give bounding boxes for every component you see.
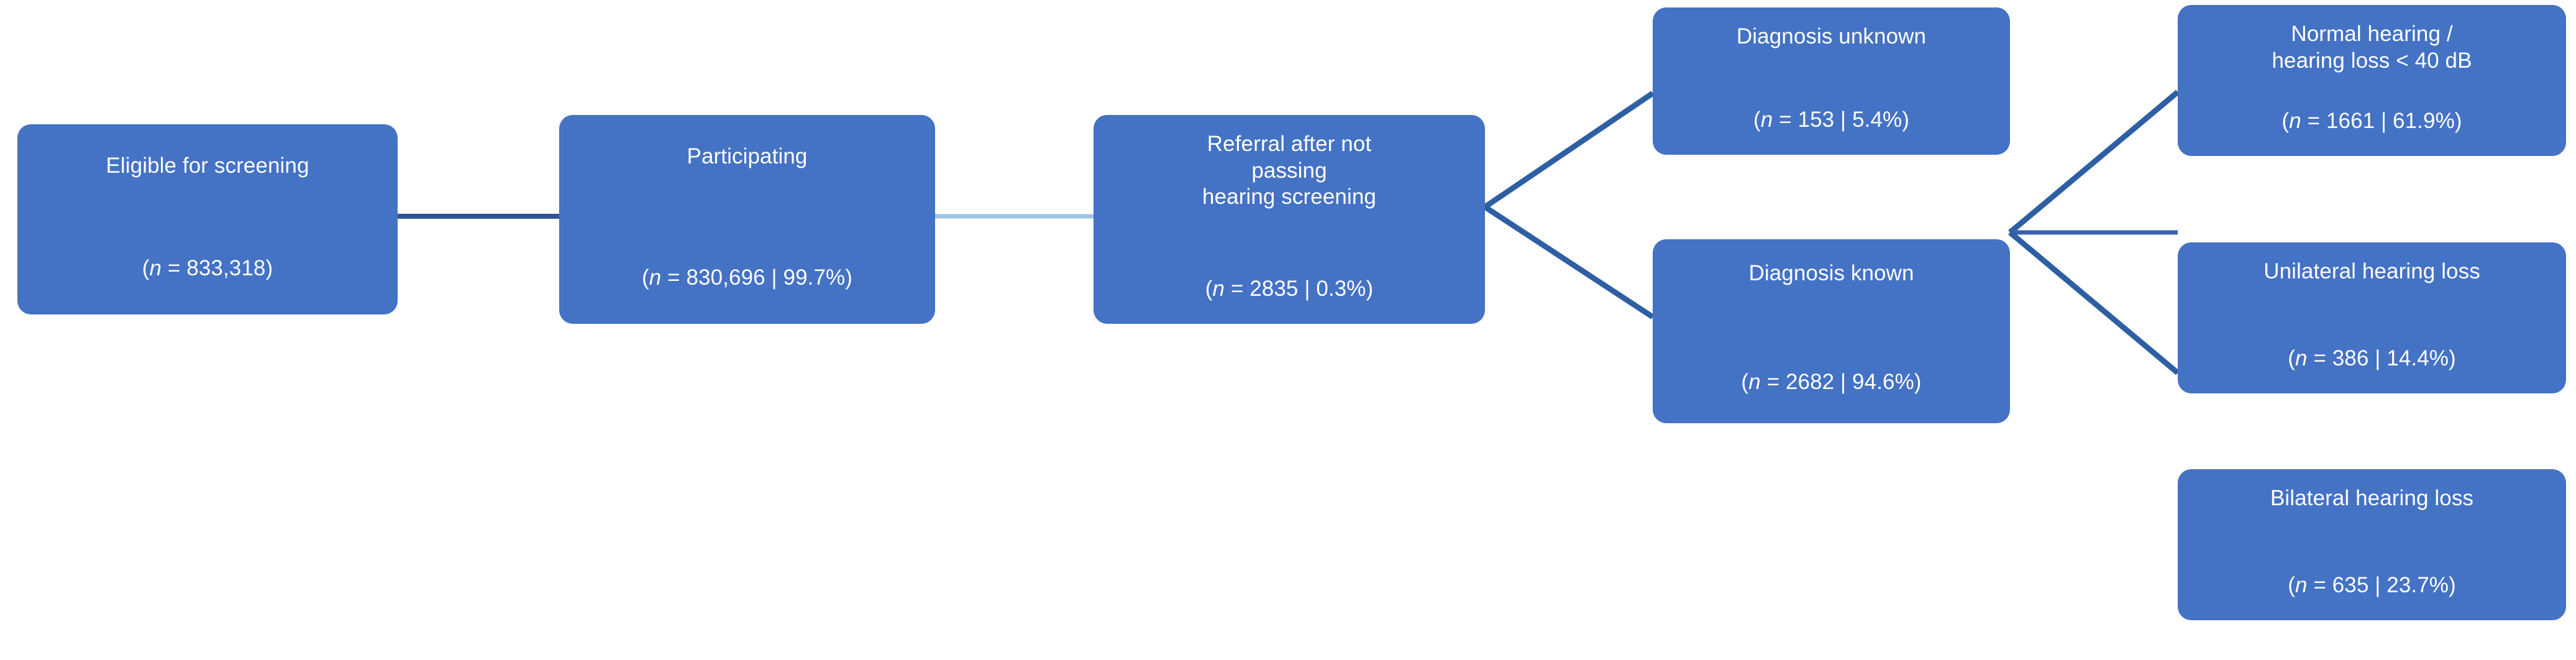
node-diagnosis-unknown[interactable]: Diagnosis unknown (n = 153 | 5.4%) xyxy=(1653,7,2010,155)
node-stat: (n = 635 | 23.7%) xyxy=(2288,573,2456,598)
node-title: Diagnosis unknown xyxy=(1736,24,1927,48)
node-title: Diagnosis known xyxy=(1748,261,1914,285)
node-stat: (n = 830,696 | 99.7%) xyxy=(641,265,853,290)
connector-referral-to-diagnosis-unknown xyxy=(1483,91,1655,209)
node-stat: (n = 153 | 5.4%) xyxy=(1753,108,1909,132)
connector-known-to-bilateral xyxy=(2008,230,2180,375)
node-normal-hearing-or-loss-under-40db[interactable]: Normal hearing / hearing loss < 40 dB (n… xyxy=(2178,5,2566,156)
node-title: Bilateral hearing loss xyxy=(2270,486,2474,510)
node-stat: (n = 1661 | 61.9%) xyxy=(2281,109,2462,134)
node-stat: (n = 2835 | 0.3%) xyxy=(1205,277,1374,301)
node-title: Normal hearing / hearing loss < 40 dB xyxy=(2272,22,2472,73)
connector-known-to-normal-hearing xyxy=(2008,89,2180,235)
node-unilateral-hearing-loss[interactable]: Unilateral hearing loss (n = 386 | 14.4%… xyxy=(2178,242,2566,393)
node-stat: (n = 2682 | 94.6%) xyxy=(1741,370,1922,395)
node-stat: (n = 386 | 14.4%) xyxy=(2288,346,2456,371)
node-title: Referral after not passing hearing scree… xyxy=(1202,132,1376,209)
node-bilateral-hearing-loss[interactable]: Bilateral hearing loss (n = 635 | 23.7%) xyxy=(2178,469,2566,620)
connector-referral-to-diagnosis-known xyxy=(1483,204,1655,319)
node-stat: (n = 833,318) xyxy=(142,256,273,281)
node-participating[interactable]: Participating (n = 830,696 | 99.7%) xyxy=(559,115,935,324)
node-referral-after-not-passing-hearing-screening[interactable]: Referral after not passing hearing scree… xyxy=(1094,115,1485,324)
node-diagnosis-known[interactable]: Diagnosis known (n = 2682 | 94.6%) xyxy=(1653,239,2010,423)
node-eligible-for-screening[interactable]: Eligible for screening (n = 833,318) xyxy=(17,124,398,314)
node-title: Participating xyxy=(687,144,808,168)
node-title: Eligible for screening xyxy=(106,154,309,178)
node-title: Unilateral hearing loss xyxy=(2263,259,2480,283)
